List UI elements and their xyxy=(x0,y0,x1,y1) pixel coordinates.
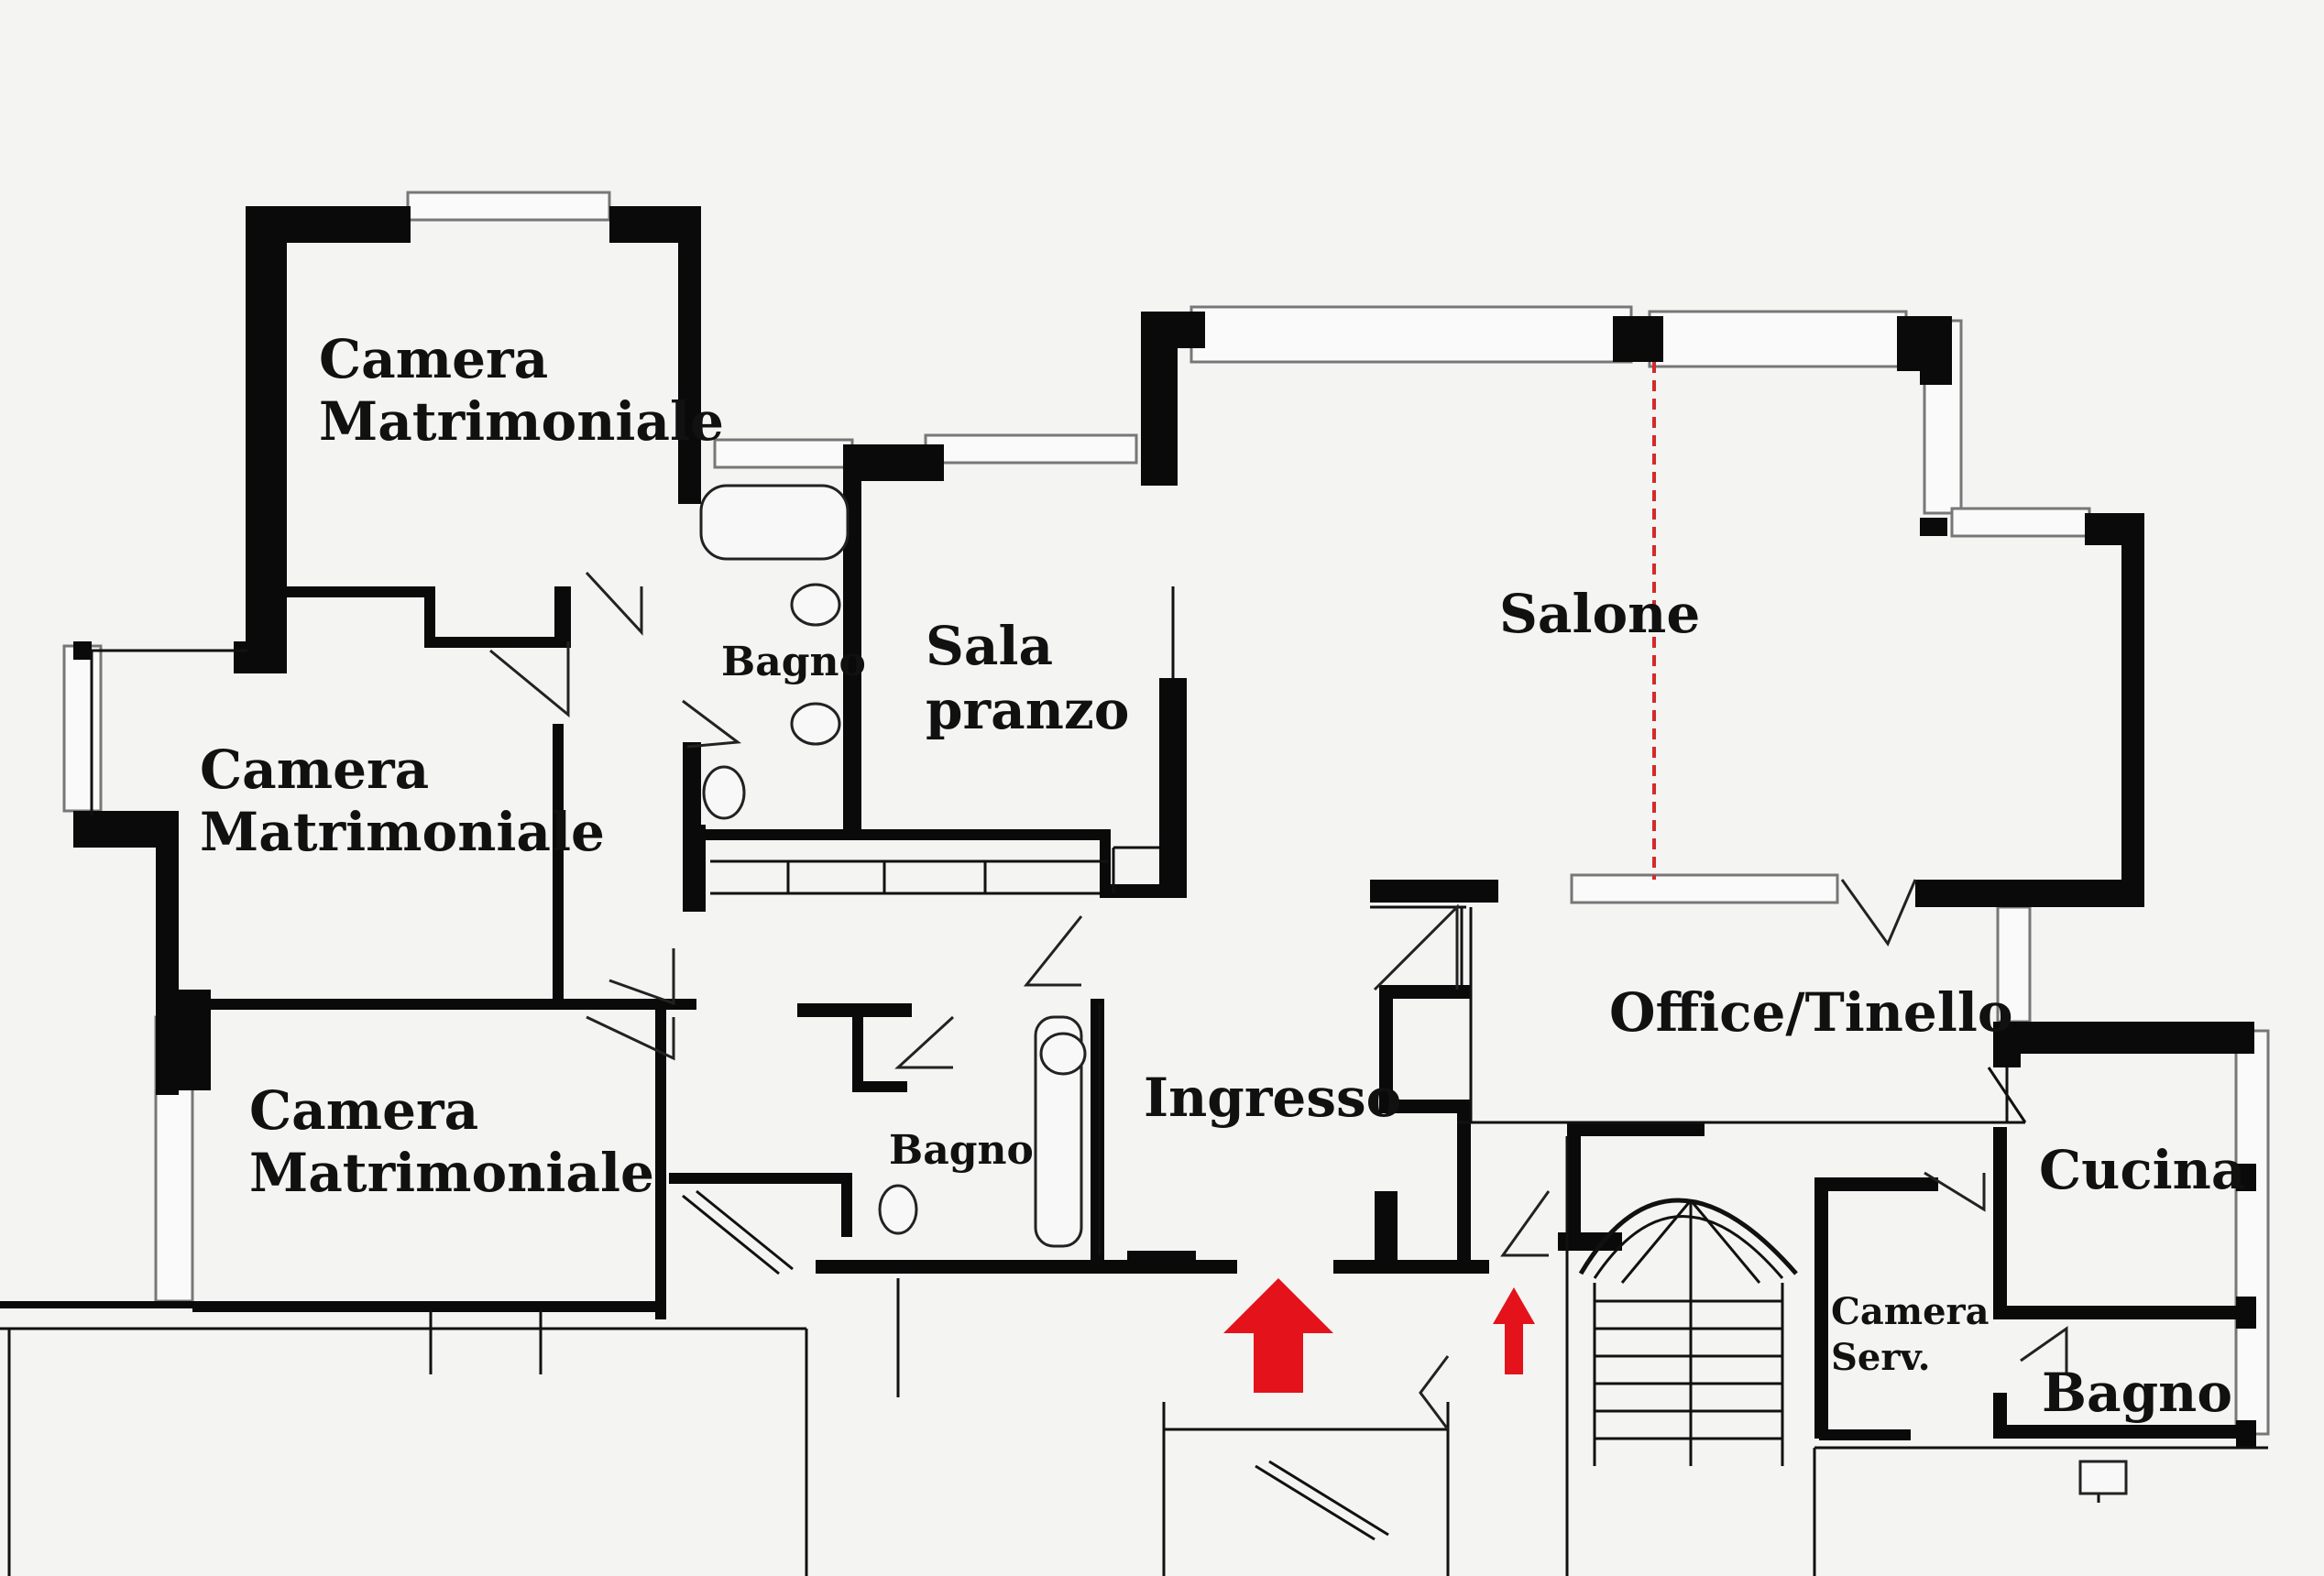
label-salone: Salone xyxy=(1499,583,1700,645)
doors xyxy=(489,571,2068,1430)
label-camera-2: Camera Matrimoniale xyxy=(200,739,605,863)
label-camera-serv: Camera Serv. xyxy=(1831,1290,2001,1379)
label-bagno-3: Bagno xyxy=(2042,1362,2232,1424)
label-bagno-1: Bagno xyxy=(721,639,866,685)
label-office: Office/Tinello xyxy=(1609,981,2013,1044)
entrance-arrow-service xyxy=(1493,1287,1535,1374)
walls xyxy=(0,206,2256,1448)
entrance-arrow-main xyxy=(1223,1278,1333,1393)
label-camera-3: Camera Matrimoniale xyxy=(249,1079,654,1204)
label-bagno-2: Bagno xyxy=(889,1127,1034,1174)
fixtures xyxy=(682,484,2128,1541)
windows xyxy=(62,191,2270,1436)
label-cucina: Cucina xyxy=(2039,1139,2245,1201)
room-labels: Camera Matrimoniale Camera Matrimoniale … xyxy=(200,328,2245,1424)
label-ingresso: Ingresso xyxy=(1144,1067,1401,1129)
label-camera-1: Camera Matrimoniale xyxy=(319,328,724,453)
label-sala-pranzo: Sala pranzo xyxy=(926,615,1129,741)
interior-lines xyxy=(0,586,2268,1576)
spiral-staircase xyxy=(1578,1198,1798,1466)
